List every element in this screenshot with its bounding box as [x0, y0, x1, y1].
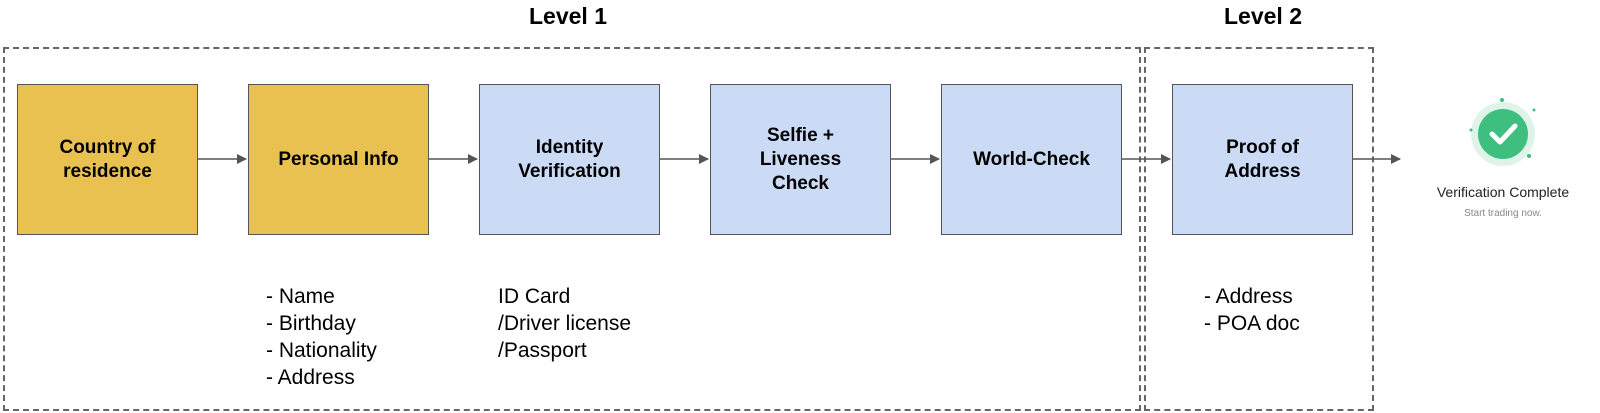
level-2-title: Level 2	[1224, 3, 1302, 29]
note-item: /Driver license	[498, 312, 632, 335]
identity-notes: ID Card /Driver license /Passport	[498, 283, 631, 364]
note-item: /Passport	[498, 339, 587, 362]
proof-of-address-notes: - Address - POA doc	[1204, 283, 1300, 337]
note-item: - Nationality	[266, 339, 377, 362]
level-1-title: Level 1	[529, 3, 607, 29]
step-personal-info: Personal Info	[248, 84, 429, 235]
note-item: - POA doc	[1204, 312, 1300, 335]
completion-title: Verification Complete	[1436, 184, 1570, 200]
note-item: - Address	[1204, 285, 1293, 308]
check-badge-icon	[1458, 92, 1548, 182]
note-item: - Name	[266, 285, 335, 308]
note-item: - Address	[266, 366, 355, 389]
completion-subtitle: Start trading now.	[1464, 208, 1542, 219]
step-world-check: World-Check	[941, 84, 1122, 235]
level-2-group	[1144, 47, 1374, 411]
verification-complete: Verification Complete Start trading now.	[1418, 92, 1588, 219]
note-item: - Birthday	[266, 312, 356, 335]
note-item: ID Card	[498, 285, 571, 308]
step-label: Personal Info	[278, 148, 399, 170]
step-label: World-Check	[973, 148, 1090, 170]
level-1-group	[3, 47, 1141, 411]
personal-info-notes: - Name - Birthday - Nationality - Addres…	[266, 283, 377, 391]
